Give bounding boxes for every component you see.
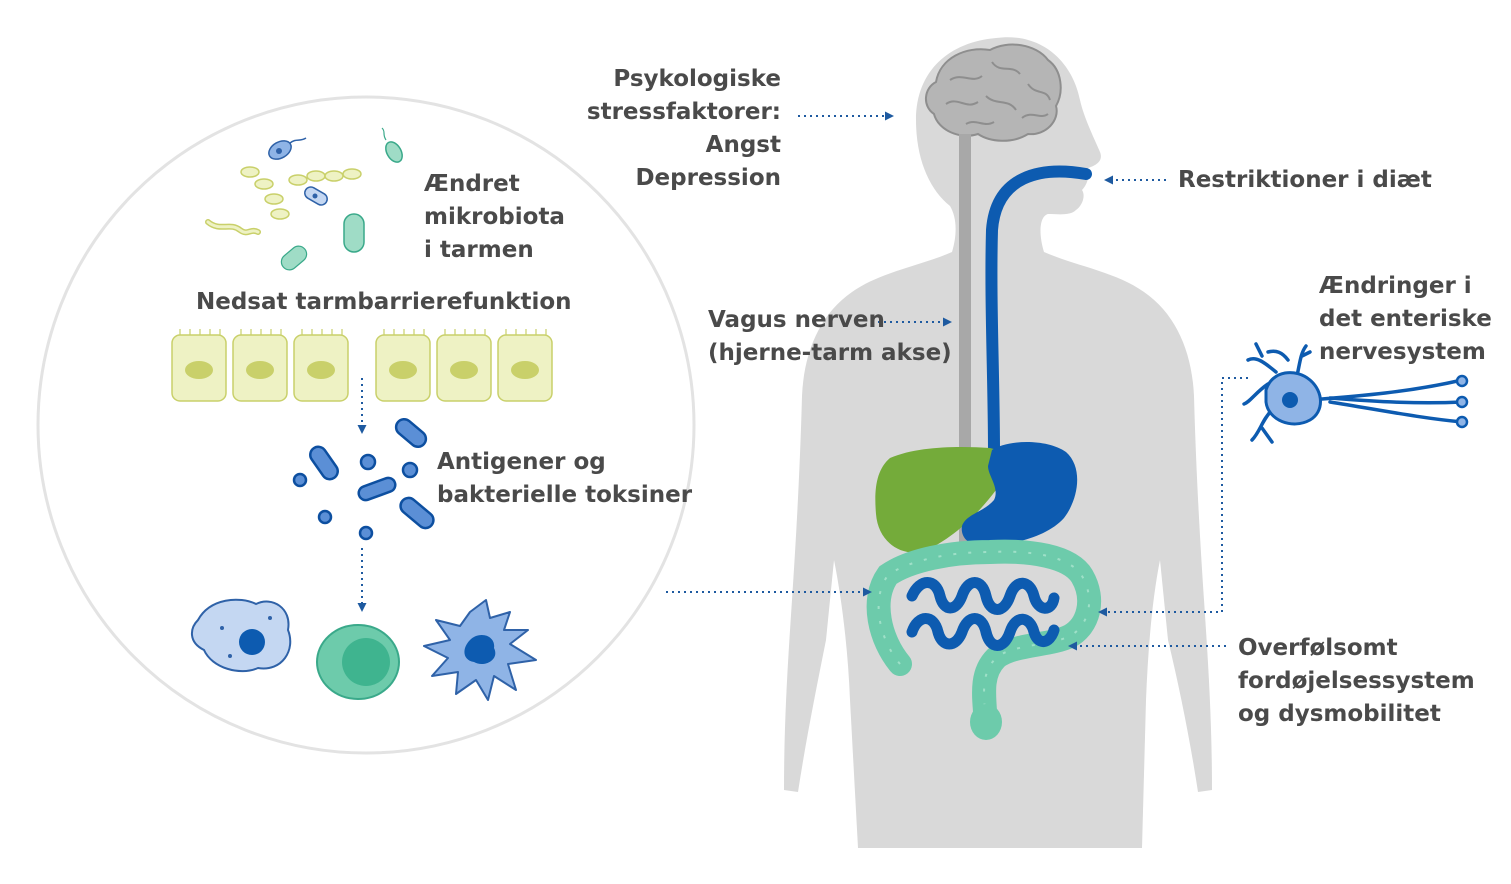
label-enteric: Ændringer i det enteriske nervesystem bbox=[1319, 273, 1492, 365]
bacteria-icon bbox=[205, 127, 403, 271]
neuron-icon bbox=[1242, 342, 1464, 444]
antigens-icon bbox=[292, 417, 435, 541]
immune-cells-icon bbox=[191, 598, 537, 701]
label-stress: Psykologiske stressfaktorer: Angst Depre… bbox=[586, 66, 781, 191]
label-sensitive: Overfølsomt fordøjelsessystem og dysmobi… bbox=[1238, 635, 1475, 727]
liver bbox=[875, 447, 1006, 553]
label-diet: Restriktioner i diæt bbox=[1178, 167, 1432, 193]
stomach bbox=[961, 442, 1078, 547]
label-microbiota: Ændret mikrobiota i tarmen bbox=[424, 171, 565, 263]
brain-icon bbox=[925, 43, 1062, 142]
small-intestine bbox=[906, 577, 1060, 651]
arrow-neuron-to-gut bbox=[1098, 377, 1248, 617]
label-barrier: Nedsat tarmbarrierefunktion bbox=[196, 289, 572, 315]
label-antigens: Antigener og bakterielle toksiner bbox=[437, 449, 693, 508]
esophagus bbox=[985, 165, 1092, 458]
large-intestine bbox=[866, 539, 1102, 740]
label-vagus: Vagus nerven (hjerne-tarm akse) bbox=[708, 307, 952, 366]
neuron-body bbox=[1264, 371, 1469, 429]
